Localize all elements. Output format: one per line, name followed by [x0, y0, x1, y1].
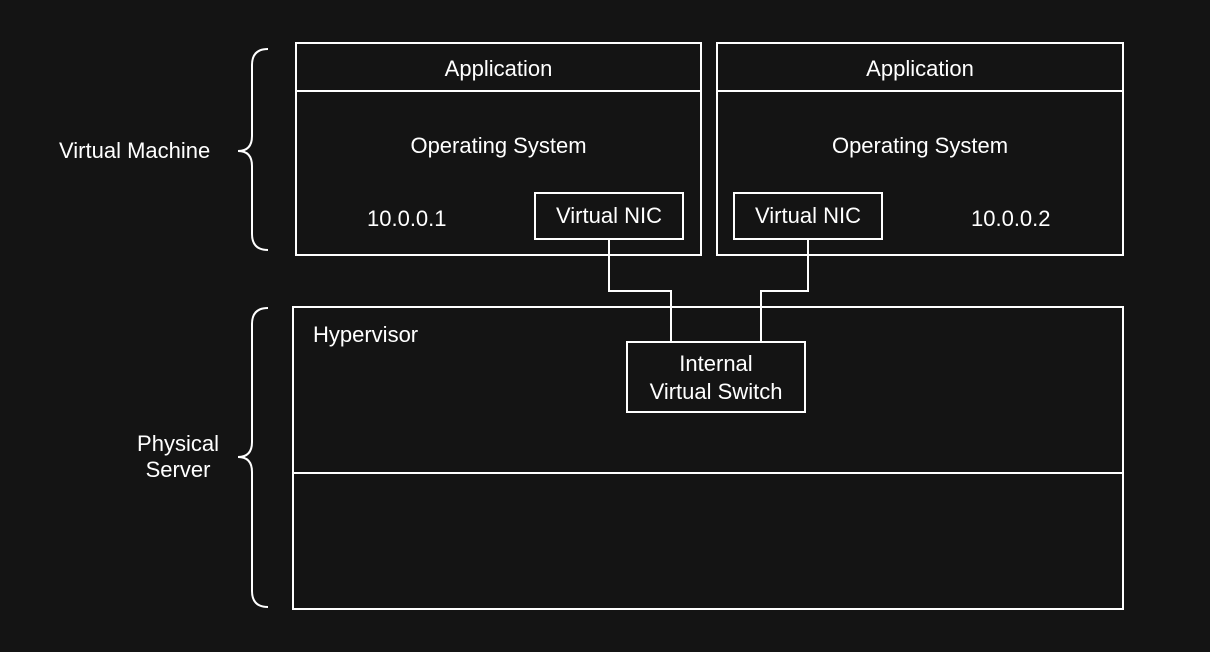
- physical-server-label: Physical Server: [120, 431, 236, 483]
- vm2-os-label: Operating System: [831, 133, 1009, 158]
- switch-label-line1: Internal: [679, 351, 753, 376]
- hypervisor-label: Hypervisor: [313, 322, 419, 347]
- physical-server-label-line2: Server: [145, 457, 211, 482]
- vm1-os-label: Operating System: [410, 133, 587, 158]
- switch-label-line2: Virtual Switch: [649, 379, 783, 404]
- virtual-machine-label: Virtual Machine: [59, 138, 211, 163]
- vm1-nic-box: Virtual NIC: [534, 192, 684, 240]
- physical-server-brace: [237, 307, 269, 608]
- vm1-application-section: Application: [297, 44, 700, 92]
- physical-server-box: Hypervisor: [292, 306, 1124, 610]
- vm1-ip-label: 10.0.0.1: [367, 206, 447, 231]
- hypervisor-section: Hypervisor: [294, 308, 1122, 474]
- vm2-application-section: Application: [718, 44, 1122, 92]
- vm2-ip-label: 10.0.0.2: [971, 206, 1051, 231]
- vm1-nic-label: Virtual NIC: [556, 203, 662, 228]
- physical-server-label-line1: Physical: [137, 431, 219, 456]
- nic2-to-switch-wire: [760, 239, 809, 342]
- vm2-box: Application Operating System 10.0.0.2: [716, 42, 1124, 256]
- vm1-box: Application Operating System 10.0.0.1: [295, 42, 702, 256]
- nic1-to-switch-wire: [608, 239, 672, 342]
- hardware-section: [294, 474, 1122, 608]
- vm2-application-label: Application: [866, 56, 974, 81]
- internal-virtual-switch-box: Internal Virtual Switch: [626, 341, 806, 413]
- vm2-nic-box: Virtual NIC: [733, 192, 883, 240]
- virtual-machine-brace: [237, 48, 269, 251]
- vm2-nic-label: Virtual NIC: [755, 203, 861, 228]
- vm1-application-label: Application: [444, 56, 553, 81]
